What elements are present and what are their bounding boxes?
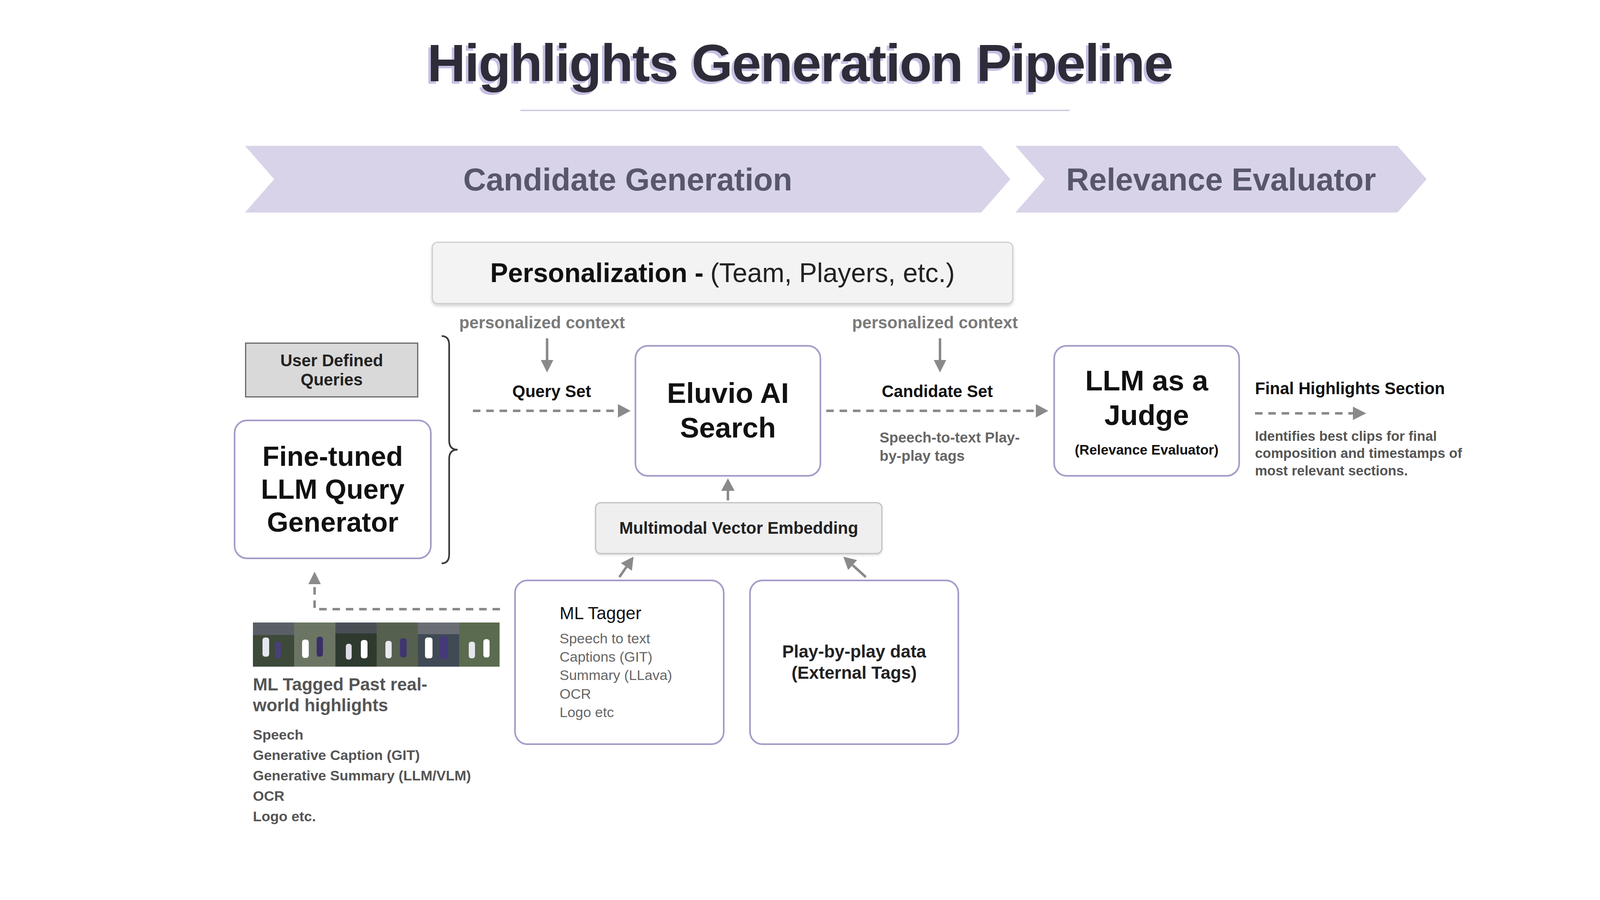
node-title: Multimodal Vector Embedding	[619, 518, 858, 538]
stage-band: Candidate Generation	[245, 145, 1011, 213]
node-title: Fine-tuned LLM Query Generator	[247, 440, 418, 540]
node-title: Personalization -	[490, 257, 704, 289]
input-box: User Defined Queries	[245, 342, 419, 398]
context-box: Personalization -(Team, Players, etc.)	[431, 241, 1014, 305]
output-title: Final Highlights Section	[1255, 379, 1445, 398]
connector	[826, 404, 1049, 418]
title-underline	[520, 110, 1070, 112]
stage-band: Relevance Evaluator	[1015, 145, 1427, 213]
node-text: (Relevance Evaluator)	[1075, 442, 1219, 458]
node-text: Summary (LLava)	[559, 665, 673, 685]
node-title: Relevance Evaluator	[1066, 161, 1377, 198]
list-item: Generative Caption (GIT)	[252, 747, 420, 764]
connector	[619, 556, 634, 578]
figure-caption: ML Tagged Past real-world highlights	[252, 674, 462, 717]
source-box: Play-by-play data (External Tags)	[749, 579, 960, 745]
node-title: Play-by-play data (External Tags)	[763, 641, 945, 684]
note-text: Identifies best clips for final composit…	[1255, 427, 1472, 480]
process-box: Fine-tuned LLM Query Generator	[233, 419, 432, 560]
embedding-box: Multimodal Vector Embedding	[595, 502, 883, 555]
list-item: Generative Summary (LLM/VLM)	[252, 767, 471, 784]
note-text: Speech-to-text Play-by-play tags	[879, 428, 1038, 465]
connector-label: Query Set	[509, 382, 595, 401]
connector	[441, 336, 631, 450]
node-title: User Defined Queries	[258, 350, 405, 390]
list-item: Speech	[252, 726, 304, 743]
connector	[843, 556, 866, 578]
node-text: Speech to text	[559, 629, 650, 648]
process-box: LLM as a Judge (Relevance Evaluator)	[1053, 345, 1240, 477]
node-title: LLM as a Judge	[1067, 363, 1226, 433]
node-text: (Team, Players, etc.)	[710, 257, 955, 289]
list-item: OCR	[252, 787, 285, 805]
node-text: Captions (GIT)	[559, 647, 653, 666]
context-label: personalized context	[459, 313, 625, 333]
process-box: Eluvio AI Search	[634, 345, 822, 477]
node-title: ML Tagger	[559, 603, 642, 624]
source-box: ML TaggerSpeech to textCaptions (GIT)Sum…	[514, 579, 725, 745]
node-text: Logo etc	[559, 702, 614, 722]
node-title: Eluvio AI Search	[648, 376, 808, 446]
connector-label: Candidate Set	[878, 382, 997, 401]
leader-arrow	[933, 338, 947, 373]
list-item: Logo etc.	[252, 808, 316, 825]
feedback-arrow	[308, 571, 500, 610]
leader-arrow	[540, 338, 554, 373]
connector	[721, 478, 735, 501]
output-arrow	[1255, 406, 1367, 420]
context-label: personalized context	[852, 313, 1018, 333]
node-title: Candidate Generation	[463, 161, 793, 198]
node-text: OCR	[559, 684, 592, 703]
highlight-thumbnails	[252, 622, 500, 667]
diagram-title: Highlights Generation Pipeline	[0, 32, 1600, 94]
